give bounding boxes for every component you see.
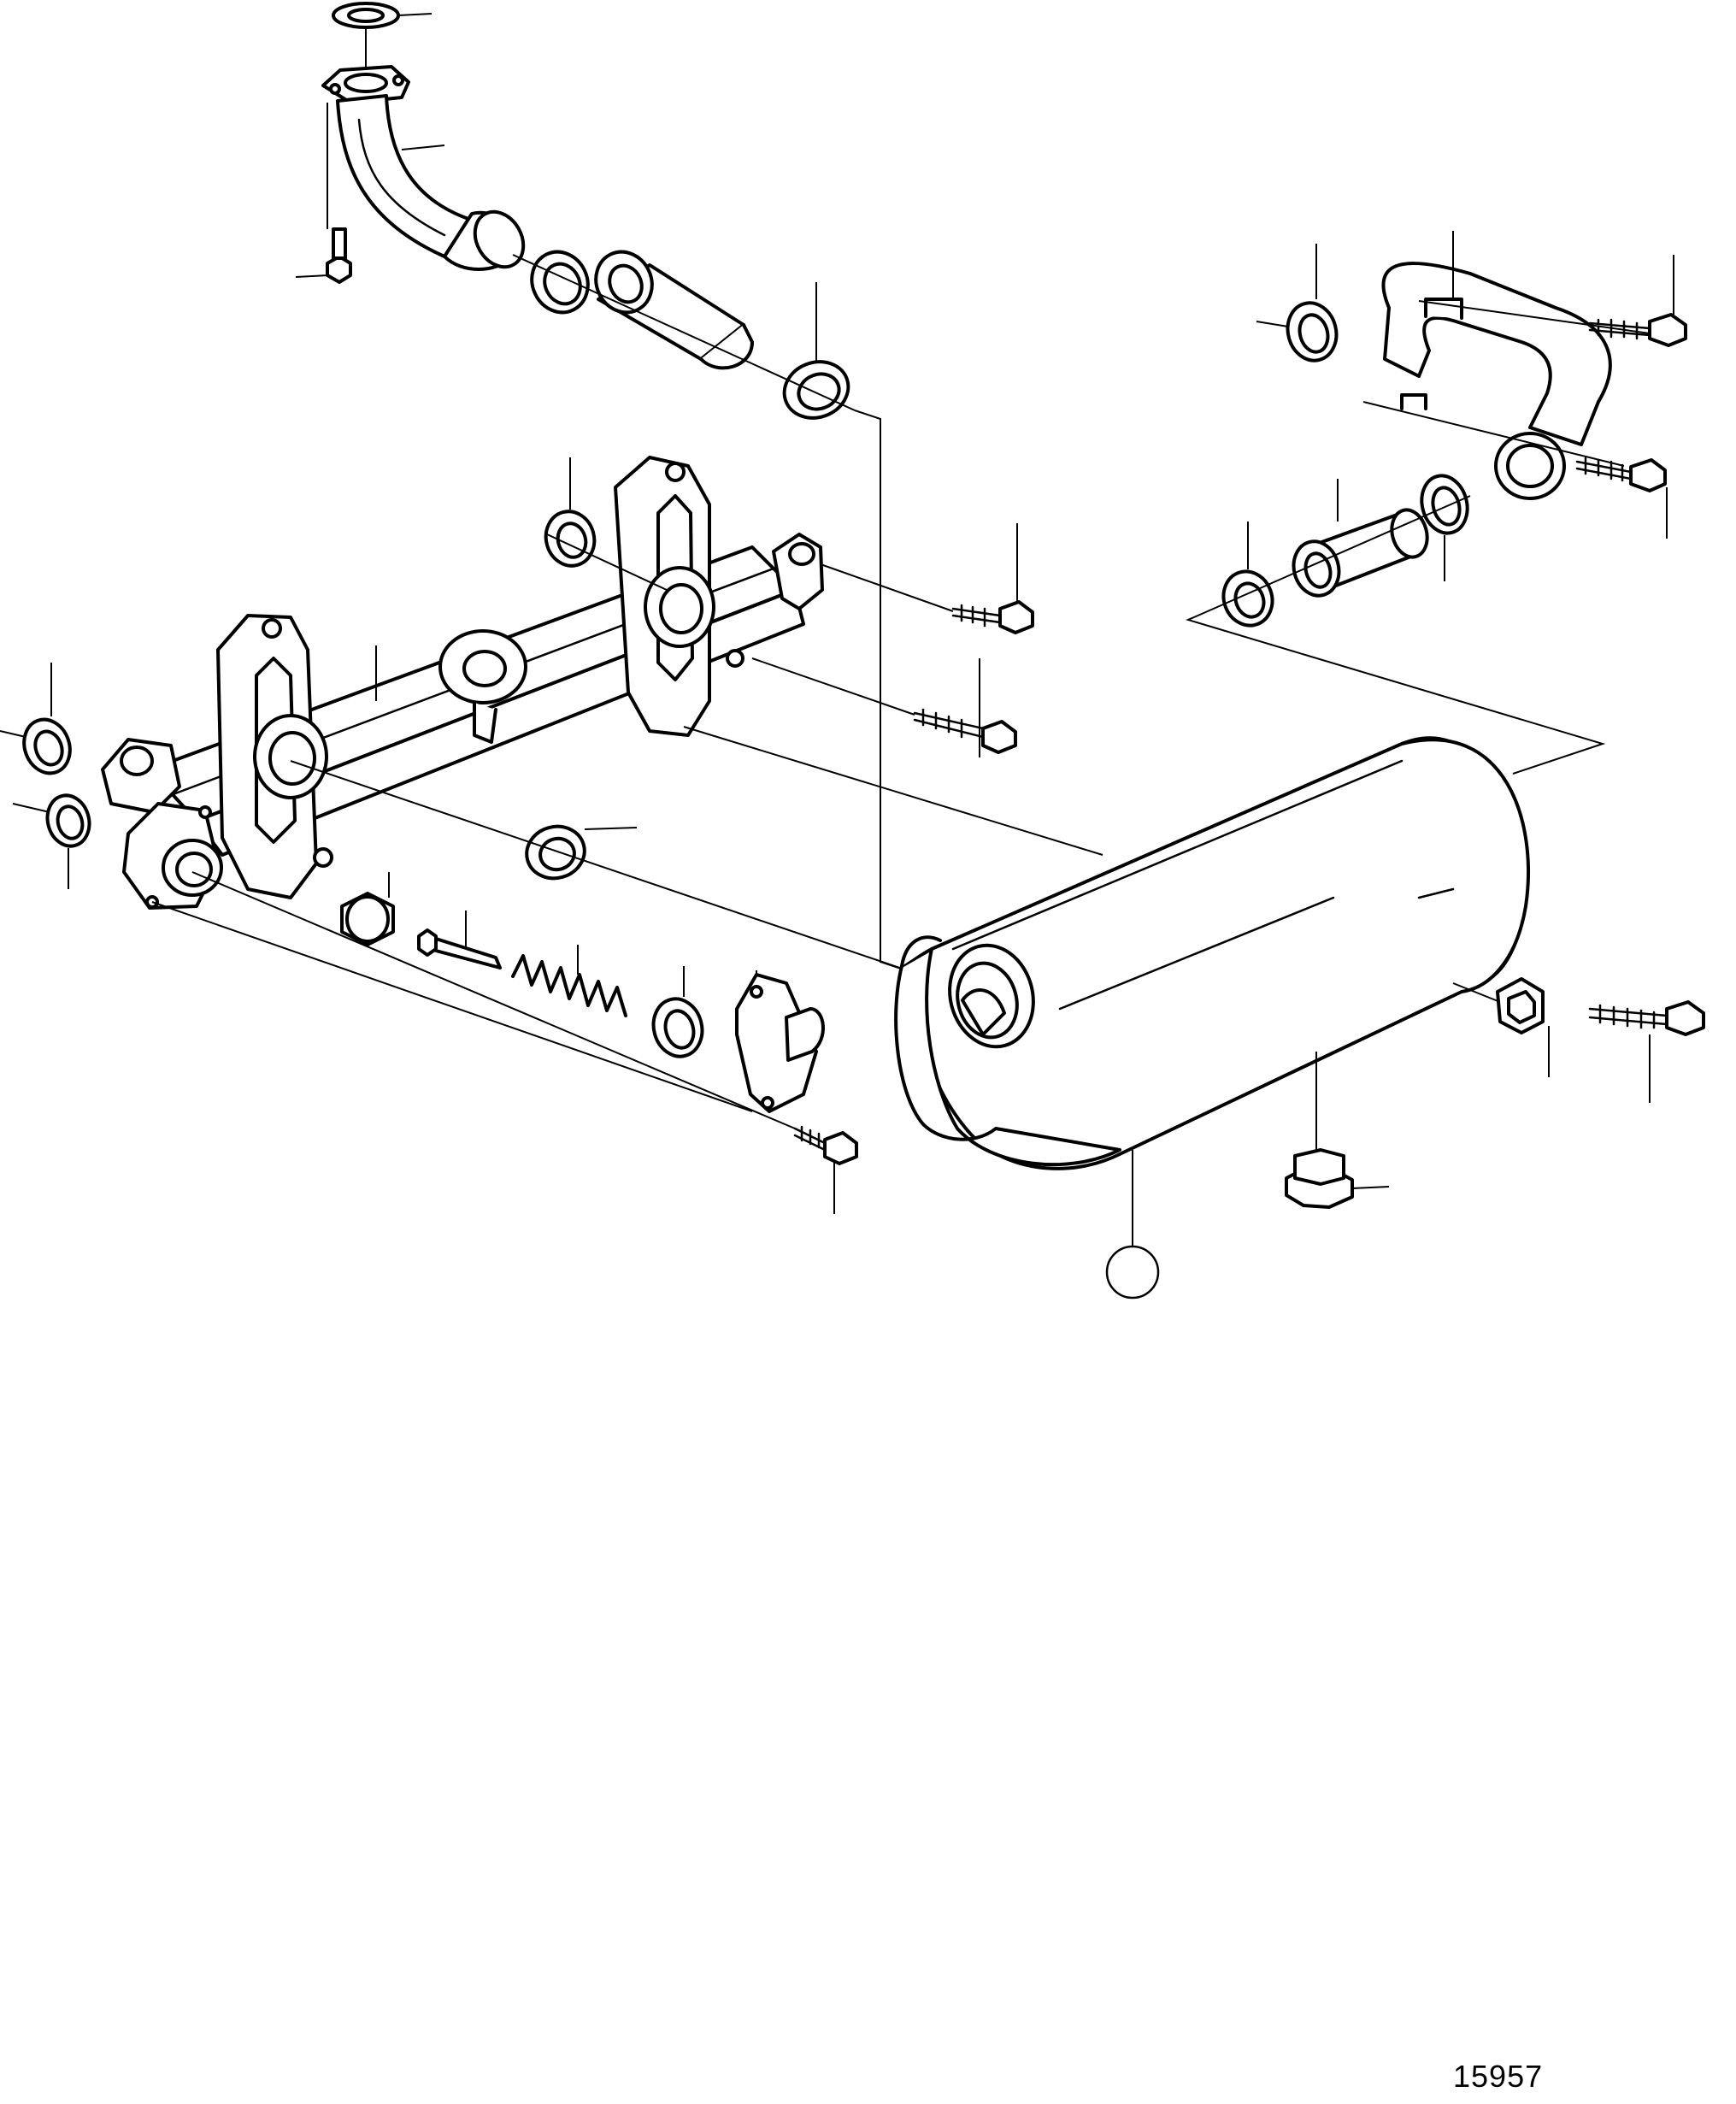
leader-flange-screw bbox=[295, 274, 329, 278]
thermostat-housing-cover bbox=[735, 973, 825, 1113]
elbow-pipe bbox=[321, 65, 526, 271]
leader-seal-ring-center bbox=[584, 827, 638, 830]
heat-exchanger bbox=[894, 736, 1530, 1170]
o-ring-right-2 bbox=[1420, 474, 1469, 535]
axis-manifold-screw-upper bbox=[820, 563, 954, 612]
axis-o-ring-right-1 bbox=[1256, 321, 1289, 327]
axis-thermostat-lower bbox=[151, 901, 753, 1112]
manifold-screw-lower bbox=[913, 708, 1017, 754]
axis-upper-chain bbox=[512, 254, 856, 411]
axis-u-bend-lower bbox=[1362, 401, 1625, 467]
leader-washer-top bbox=[397, 13, 433, 16]
spring bbox=[511, 954, 627, 1017]
axis-thermostat-chain bbox=[191, 871, 796, 1129]
manifold-screw-upper bbox=[951, 600, 1034, 634]
axis-o-ring-left-2 bbox=[12, 803, 50, 813]
o-ring-thermostat bbox=[651, 997, 704, 1058]
axis-manifold-screw-lower bbox=[751, 657, 915, 716]
plunger bbox=[417, 928, 502, 969]
drain-plug bbox=[1285, 1148, 1354, 1209]
o-ring-left-1 bbox=[22, 717, 72, 775]
cover-screw bbox=[793, 1125, 858, 1165]
connecting-pipe-right bbox=[1292, 508, 1429, 598]
pipe-screw-lower bbox=[1575, 457, 1667, 492]
bracket-screw bbox=[1588, 1000, 1705, 1036]
axis-seal-ring-center bbox=[290, 760, 971, 993]
axis-bracket bbox=[1452, 982, 1501, 1003]
axis-manifold-to-exchanger bbox=[683, 726, 1103, 856]
bracket bbox=[1496, 977, 1545, 1034]
o-ring-left-2 bbox=[45, 793, 91, 848]
manifold bbox=[101, 456, 824, 910]
axis-o-ring-left-1 bbox=[0, 730, 26, 738]
seal-ring-upper-2 bbox=[782, 360, 850, 420]
axis-upper-to-exchanger bbox=[854, 410, 971, 993]
seal-ring-upper-1 bbox=[530, 250, 590, 315]
o-ring-manifold-top bbox=[544, 510, 597, 568]
leader-drain-plug bbox=[1351, 1186, 1390, 1189]
figure-number: 15957 bbox=[1453, 2059, 1544, 2094]
reference-callout bbox=[1105, 1245, 1160, 1300]
o-ring-right-1 bbox=[1286, 301, 1339, 362]
connecting-pipe-upper bbox=[594, 250, 754, 370]
sleeve bbox=[340, 892, 395, 946]
washer-top bbox=[332, 2, 400, 29]
u-bend-pipe bbox=[1381, 262, 1612, 500]
pipe-screw-upper bbox=[1588, 313, 1687, 347]
flange-screw bbox=[326, 227, 352, 284]
axis-right-to-exchanger bbox=[1186, 495, 1606, 775]
axis-o-ring-manifold-top bbox=[546, 533, 668, 591]
seal-ring-right bbox=[1221, 569, 1274, 628]
leader-elbow-pipe bbox=[401, 144, 445, 150]
seal-ring-center bbox=[525, 824, 586, 881]
